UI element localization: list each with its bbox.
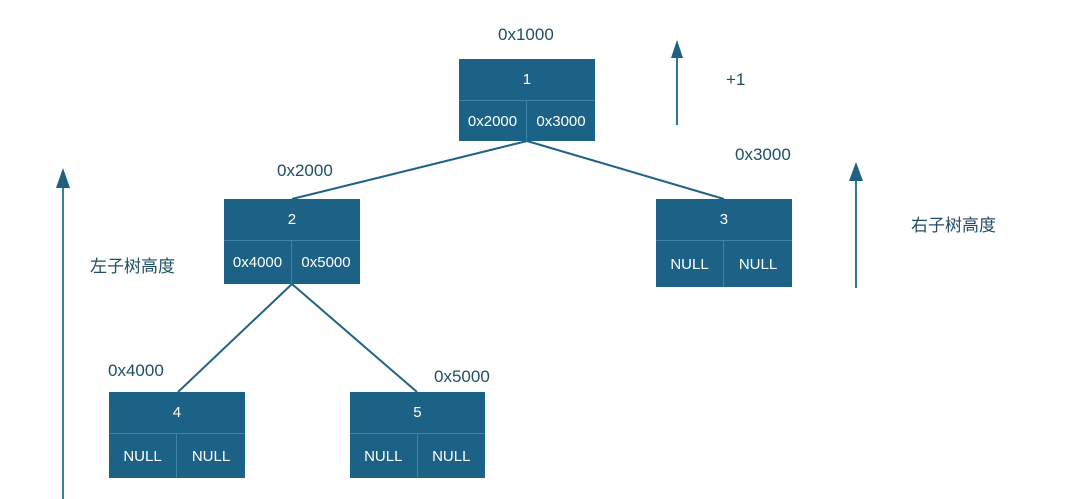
- node-1-value: 1: [459, 59, 595, 101]
- left-subtree-height-arrow: [56, 168, 70, 499]
- plus-one-arrow: [671, 40, 683, 125]
- node-2-left-pointer: 0x4000: [224, 241, 292, 284]
- address-label-node-4: 0x4000: [108, 361, 164, 380]
- right-subtree-height-label: 右子树高度: [911, 216, 996, 235]
- node-4-value: 4: [109, 392, 245, 434]
- edge-node2-node5: [291, 283, 418, 393]
- node-3-left-pointer: NULL: [656, 241, 724, 287]
- address-label-node-2: 0x2000: [277, 161, 333, 180]
- node-1-left-pointer: 0x2000: [459, 101, 527, 141]
- node-2-value: 2: [224, 199, 360, 241]
- node-4-right-pointer: NULL: [191, 447, 231, 465]
- plus-one-label: +1: [726, 70, 746, 89]
- tree-node-2: 2 0x4000 0x5000: [224, 199, 360, 284]
- node-3-right-pointer: NULL: [738, 255, 778, 273]
- node-1-right-pointer: 0x3000: [536, 112, 586, 130]
- node-5-right-pointer: NULL: [432, 447, 471, 465]
- node-5-value: 5: [350, 392, 485, 434]
- edge-node1-node2: [291, 140, 528, 200]
- node-2-right-pointer: 0x5000: [301, 254, 351, 271]
- address-label-node-1: 0x1000: [498, 25, 554, 44]
- node-5-pointers: NULL NULL: [350, 434, 485, 478]
- left-subtree-height-label: 左子树高度: [90, 257, 175, 276]
- edge-node1-node3: [526, 140, 725, 200]
- node-4-left-pointer: NULL: [109, 434, 177, 478]
- address-label-node-5: 0x5000: [434, 367, 490, 386]
- tree-node-5: 5 NULL NULL: [350, 392, 485, 478]
- node-2-pointers: 0x4000 0x5000: [224, 241, 360, 284]
- tree-node-3: 3 NULL NULL: [656, 199, 792, 287]
- node-1-pointers: 0x2000 0x3000: [459, 101, 595, 141]
- edge-node2-node4: [177, 283, 293, 393]
- node-4-pointers: NULL NULL: [109, 434, 245, 478]
- address-label-node-3: 0x3000: [735, 145, 791, 164]
- node-3-value: 3: [656, 199, 792, 241]
- node-5-left-pointer: NULL: [350, 434, 418, 478]
- tree-node-1: 1 0x2000 0x3000: [459, 59, 595, 141]
- right-subtree-height-arrow: [849, 162, 863, 288]
- node-3-pointers: NULL NULL: [656, 241, 792, 287]
- tree-node-4: 4 NULL NULL: [109, 392, 245, 478]
